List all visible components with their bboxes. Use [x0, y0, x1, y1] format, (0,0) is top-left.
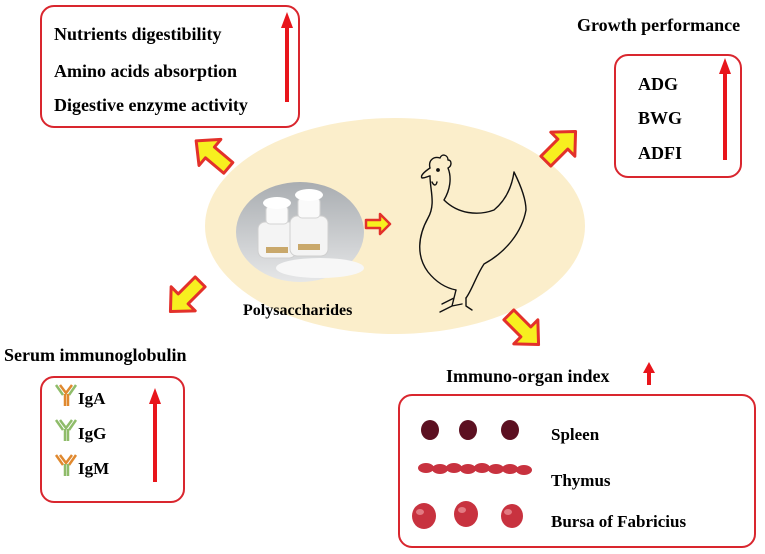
serum-item-igg: IgG	[78, 424, 107, 443]
antibody-y-icon	[54, 384, 78, 406]
red-up-arrow-icon	[281, 12, 293, 102]
antibody-y-icon	[54, 419, 78, 441]
powder-bottles-photo	[236, 182, 364, 282]
chicken-outline-icon	[419, 154, 527, 313]
serum-item-igm: IgM	[78, 459, 110, 478]
red-up-arrow-icon	[643, 362, 655, 385]
thick-yellow-arrow-icon	[194, 137, 235, 175]
growth-item-adfi: ADFI	[638, 143, 682, 163]
thick-yellow-arrow-icon	[539, 129, 578, 168]
immuno-item-bursa: Bursa of Fabricius	[551, 512, 687, 531]
nutrient-item-digestibility: Nutrients digestibility	[54, 24, 222, 44]
thick-yellow-arrow-icon	[364, 212, 392, 236]
serum-title: Serum immunoglobulin	[4, 345, 187, 365]
growth-item-adg: ADG	[638, 74, 678, 94]
growth-box: ADG BWG ADFI	[614, 54, 742, 178]
growth-item-bwg: BWG	[638, 108, 683, 128]
thick-yellow-arrow-icon	[502, 308, 541, 347]
spleen-photo	[421, 420, 519, 440]
polysaccharides-label: Polysaccharides	[243, 302, 353, 319]
serum-item-iga: IgA	[78, 389, 106, 408]
bursa-photo	[412, 501, 523, 529]
immuno-item-spleen: Spleen	[551, 425, 600, 444]
growth-title: Growth performance	[577, 15, 741, 35]
red-up-arrow-icon	[149, 388, 161, 482]
thymus-photo	[418, 463, 532, 475]
nutrient-item-enzyme: Digestive enzyme activity	[54, 95, 248, 115]
thick-yellow-arrow-icon	[168, 275, 207, 314]
immuno-item-thymus: Thymus	[551, 471, 611, 490]
nutrient-box: Nutrients digestibility Amino acids abso…	[40, 5, 300, 128]
red-up-arrow-icon	[719, 58, 731, 160]
antibody-y-icon	[54, 454, 78, 476]
immuno-title: Immuno-organ index	[446, 366, 610, 386]
nutrient-item-amino-acids: Amino acids absorption	[54, 61, 238, 81]
